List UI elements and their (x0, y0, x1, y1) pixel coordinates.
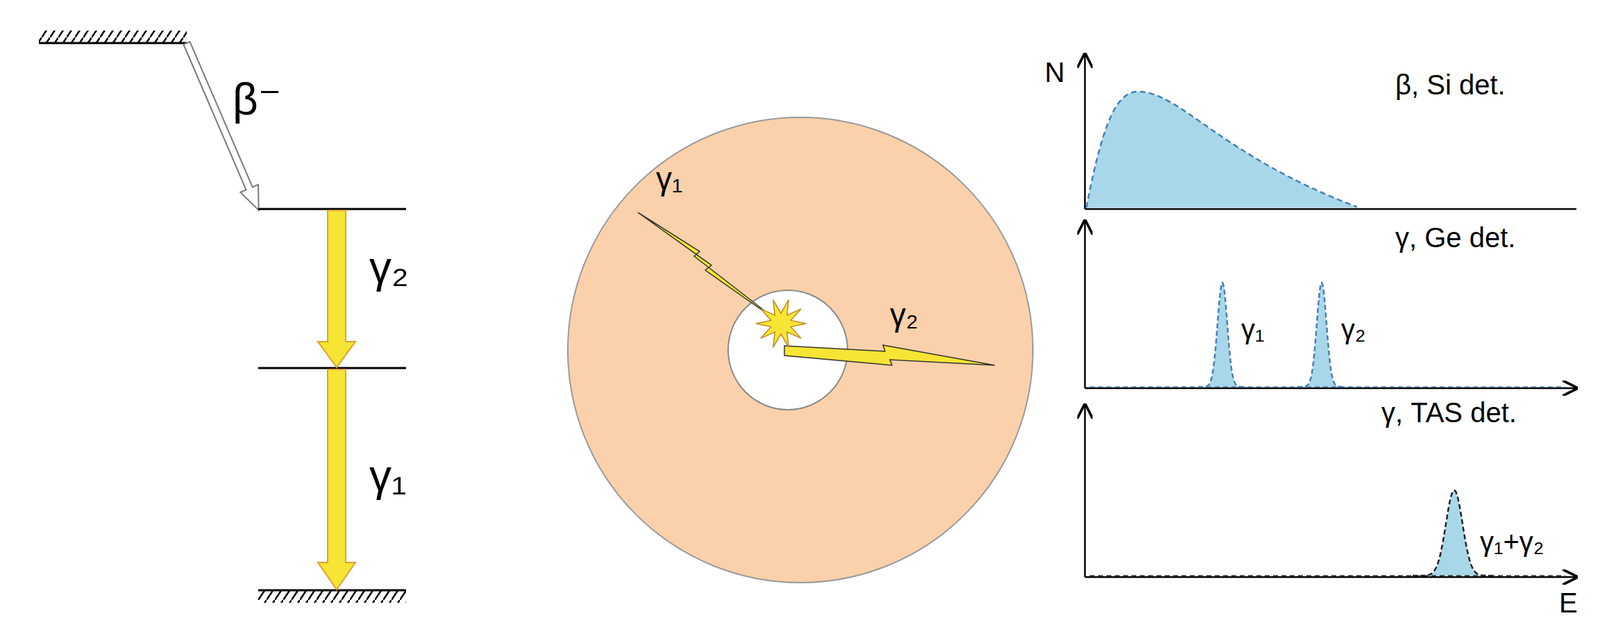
ground-level (258, 589, 407, 592)
peak-outline (1198, 282, 1247, 387)
ground-hatch (258, 590, 407, 603)
parent-level (38, 42, 187, 45)
transition-label: γ₁ (369, 451, 407, 500)
peak-outline (1297, 282, 1346, 387)
gamma-arrow (317, 210, 356, 368)
y-axis (1084, 54, 1087, 209)
gamma-ray (784, 344, 995, 366)
transition-label: γ₂ (369, 242, 409, 292)
peaks (1089, 282, 1566, 576)
y-axis (1084, 404, 1087, 577)
x-axis (1084, 387, 1577, 390)
ground-hatch (38, 30, 187, 44)
peak-label: γ₂ (1341, 313, 1367, 345)
beta-spectrum (1086, 91, 1358, 208)
detector-caption: γ, TAS det. (1381, 397, 1517, 428)
y-axis (1084, 220, 1087, 389)
detector-caption: γ, Ge det. (1395, 222, 1516, 253)
baseline (1089, 385, 1566, 388)
beta-spectrum-outline (1086, 91, 1358, 208)
decay-label: β⁻ (232, 74, 282, 124)
decay-burst (755, 299, 806, 348)
peak (1297, 282, 1346, 387)
gamma-ray (637, 212, 783, 325)
beta-arrow (177, 38, 268, 214)
tas-crystal (567, 117, 1033, 583)
decay-burst (755, 299, 806, 348)
gamma-arrow (317, 369, 356, 590)
axis-label: E (1559, 587, 1578, 618)
peak (1198, 282, 1247, 387)
x-axis (1084, 208, 1577, 211)
detector-caption: β, Si det. (1395, 69, 1506, 100)
peak-label: γ₁ (1241, 313, 1265, 345)
axis-label: N (1044, 56, 1065, 88)
peak-label: γ₁+γ₂ (1479, 526, 1544, 557)
ray-label: γ₂ (889, 297, 919, 333)
x-axis (1084, 576, 1577, 579)
baseline (1089, 574, 1566, 577)
ray-label: γ₁ (655, 161, 684, 197)
